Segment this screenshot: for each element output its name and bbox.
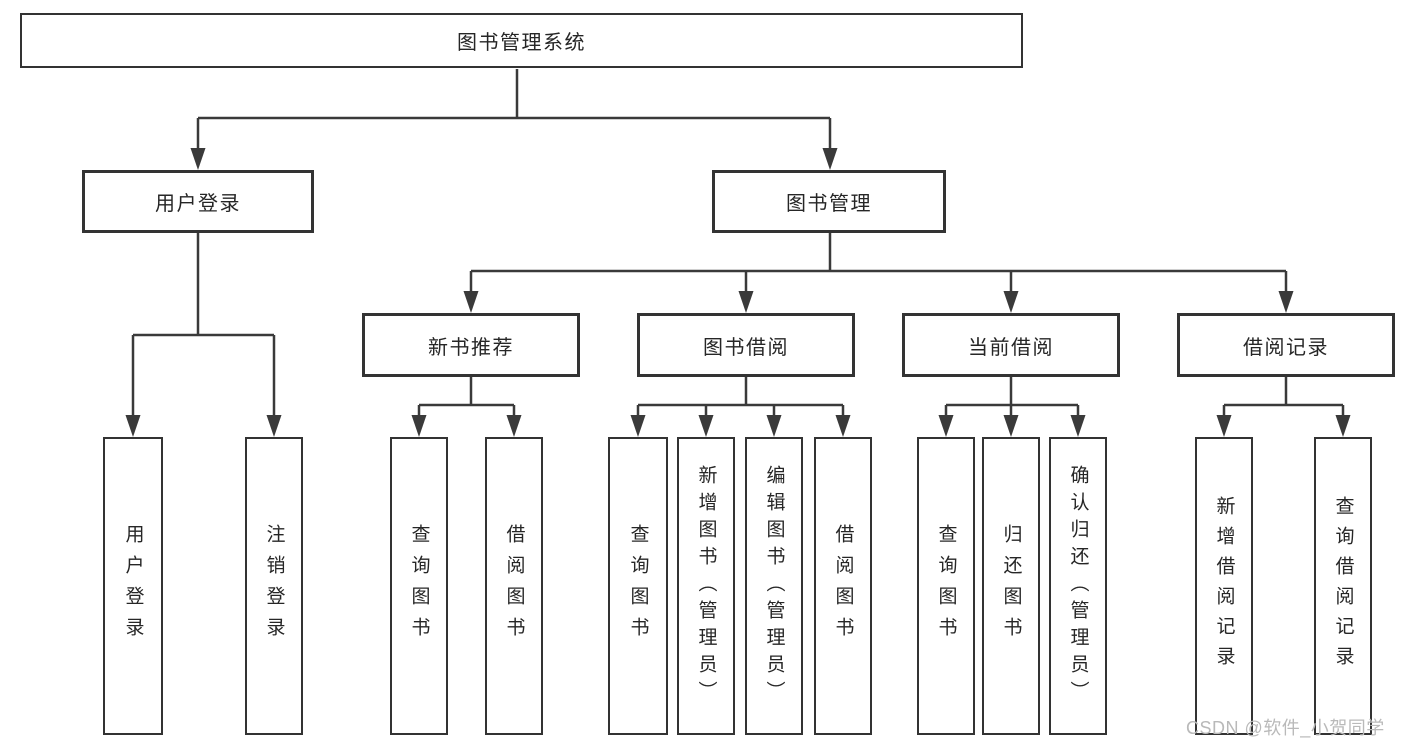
node-borrowing-records: 借阅记录: [1177, 313, 1395, 377]
node-br-query-record: 查询借阅记录: [1314, 437, 1372, 735]
node-current-borrowing: 当前借阅: [902, 313, 1120, 377]
node-bb-add-books-admin: 新增图书（管理员）: [677, 437, 735, 735]
node-root: 图书管理系统: [20, 13, 1023, 68]
node-bb-borrow-books: 借阅图书: [814, 437, 872, 735]
node-cb-confirm-return-admin: 确认归还（管理员）: [1049, 437, 1107, 735]
node-book-borrowing: 图书借阅: [637, 313, 855, 377]
node-cb-query-books: 查询图书: [917, 437, 975, 735]
node-nb-borrow-books: 借阅图书: [485, 437, 543, 735]
node-nb-query-books: 查询图书: [390, 437, 448, 735]
node-logout: 注销登录: [245, 437, 303, 735]
node-bb-edit-books-admin: 编辑图书（管理员）: [745, 437, 803, 735]
node-br-add-record: 新增借阅记录: [1195, 437, 1253, 735]
node-new-book-recommendation: 新书推荐: [362, 313, 580, 377]
node-cb-return-books: 归还图书: [982, 437, 1040, 735]
node-login: 用户登录: [103, 437, 163, 735]
node-book-management: 图书管理: [712, 170, 946, 233]
watermark: CSDN @软件_小贺同学: [1186, 718, 1385, 738]
node-user-login: 用户登录: [82, 170, 314, 233]
node-bb-query-books: 查询图书: [608, 437, 668, 735]
